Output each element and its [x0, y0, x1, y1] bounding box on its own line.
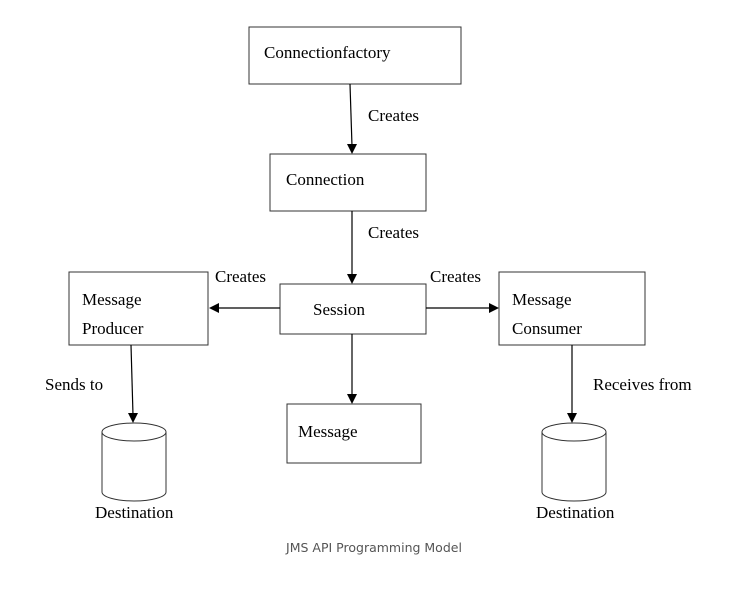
- message-node: Message: [286, 403, 422, 464]
- figure-caption: JMS API Programming Model: [285, 540, 462, 555]
- arrowhead-icon: [567, 413, 577, 423]
- edge-session-to-consumer: Creates: [426, 267, 499, 313]
- session-node: Session: [279, 283, 427, 335]
- destination-right-label: Destination: [536, 503, 615, 522]
- connection-factory-box: [248, 26, 462, 85]
- arrowhead-icon: [347, 144, 357, 154]
- edge-destination-to-consumer-label: Receives from: [593, 375, 692, 394]
- arrowhead-icon: [209, 303, 219, 313]
- edge-session-to-message: [347, 334, 357, 404]
- edge-session-to-producer-label: Creates: [215, 267, 266, 286]
- edge-consumer-to-destination: Receives from: [567, 345, 692, 423]
- message-box: [286, 403, 422, 464]
- message-consumer-box: [498, 271, 646, 346]
- message-producer-label-line2: Producer: [82, 319, 144, 338]
- edge-session-to-producer: Creates: [209, 267, 280, 313]
- message-producer-box: [68, 271, 209, 346]
- connection-label: Connection: [286, 170, 365, 189]
- edge-producer-to-destination: Sends to: [45, 344, 138, 423]
- arrowhead-icon: [347, 274, 357, 284]
- edge-producer-to-destination-line: [130, 344, 134, 416]
- connection-box: [269, 153, 427, 212]
- edge-factory-to-connection-label: Creates: [368, 106, 419, 125]
- session-label: Session: [313, 300, 365, 319]
- edge-producer-to-destination-label: Sends to: [45, 375, 103, 394]
- destination-left-node: Destination: [95, 422, 174, 522]
- destination-left-label: Destination: [95, 503, 174, 522]
- arrowhead-icon: [347, 394, 357, 404]
- message-consumer-label-line1: Message: [512, 290, 571, 309]
- session-box: [279, 283, 427, 335]
- message-label: Message: [298, 422, 357, 441]
- edge-factory-to-connection: Creates: [347, 83, 419, 154]
- connection-node: Connection: [269, 153, 427, 212]
- message-consumer-node: Message Consumer: [498, 271, 646, 346]
- arrowhead-icon: [128, 413, 138, 423]
- connection-factory-label: Connectionfactory: [264, 43, 391, 62]
- message-producer-node: Message Producer: [68, 271, 209, 346]
- database-cylinder-icon: [101, 422, 167, 502]
- destination-right-node: Destination: [536, 422, 615, 522]
- arrowhead-icon: [489, 303, 499, 313]
- connection-factory-node: Connectionfactory: [248, 26, 462, 85]
- edge-session-to-consumer-label: Creates: [430, 267, 481, 286]
- edge-connection-to-session-label: Creates: [368, 223, 419, 242]
- edge-connection-to-session: Creates: [347, 211, 419, 284]
- database-cylinder-icon: [541, 422, 607, 502]
- message-consumer-label-line2: Consumer: [512, 319, 582, 338]
- message-producer-label-line1: Message: [82, 290, 141, 309]
- edge-factory-to-connection-line: [349, 83, 353, 147]
